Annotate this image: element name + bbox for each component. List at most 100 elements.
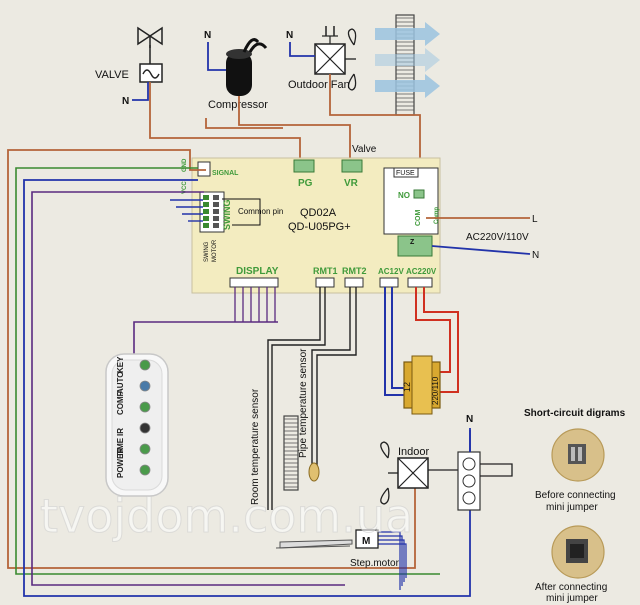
pipe-sensor-wire-a — [311, 287, 351, 470]
transformer-220-label: 220/110 — [431, 376, 440, 405]
ac220v-label: AC220V — [406, 267, 437, 276]
before-label: Before connecting — [535, 490, 616, 501]
comp-label: Comp — [434, 207, 440, 224]
valve-wire — [149, 82, 301, 158]
step-motor-label: Step.motor — [350, 558, 400, 569]
long-green-wire — [15, 167, 440, 575]
indoor-coil-icon — [283, 415, 299, 491]
pipe-sensor-wire-b — [316, 287, 357, 470]
indoor-label: Indoor — [398, 446, 430, 458]
compressor-neutral-label: N — [204, 30, 211, 41]
long-purple-wire — [31, 191, 345, 586]
rmt2-label: RMT2 — [342, 266, 367, 276]
ac12v-connector — [379, 277, 399, 288]
compressor-wire — [238, 96, 351, 158]
vr-label: VR — [344, 178, 359, 189]
display-button-label: KEY — [116, 356, 125, 373]
model-label-1: QD02A — [300, 207, 337, 219]
display-cable — [133, 321, 278, 355]
step-motor-icon — [275, 529, 379, 549]
neutral-label: N — [532, 250, 539, 261]
ac12v-wire-b — [391, 287, 404, 389]
watermark: tvojdom.com.ua — [40, 489, 413, 543]
indoor-ground-wire — [480, 463, 513, 477]
outdoor-fan-label: Outdoor Fan — [288, 79, 350, 91]
live-label: L — [532, 214, 538, 225]
com-label: COM — [415, 210, 422, 227]
display-button-label: IR — [116, 428, 125, 436]
room-sensor-label: Room temperature sensor — [250, 388, 261, 505]
ac220v-connector — [407, 277, 433, 288]
model-label-2: QD-U05PG+ — [288, 221, 351, 233]
room-sensor-wire-b — [271, 287, 326, 510]
valve-neutral-label: N — [122, 96, 129, 107]
display-led-icon — [139, 401, 151, 413]
swing-label: SWING — [222, 200, 232, 231]
short-circuit-title: Short-circuit digrams — [524, 408, 626, 419]
compressor-icon — [226, 38, 268, 96]
long-brown-wire — [7, 149, 416, 569]
no-terminal — [413, 189, 425, 199]
valve-label: VALVE — [95, 69, 129, 81]
compressor-neutral-wire — [207, 42, 226, 71]
swing-motor-label-1: SWING — [204, 241, 210, 262]
z-label: Z — [410, 239, 415, 246]
pg-connector — [293, 159, 315, 173]
common-pin-label: Common pin — [238, 207, 283, 216]
valve-symbol — [137, 26, 163, 83]
pipe-sensor-probe — [308, 462, 320, 482]
swing-wires — [170, 199, 407, 590]
valve-neutral-wire — [132, 82, 149, 101]
vcc-label: VCC — [182, 181, 188, 194]
after-label-2: mini jumper — [546, 593, 598, 604]
swing-connector — [199, 191, 225, 233]
ac-supply-label: AC220V/110V — [466, 232, 529, 243]
display-button-label: COMP — [116, 390, 125, 415]
z-block — [397, 235, 433, 257]
transformer-12-label: 12 — [402, 382, 412, 392]
display-connector — [229, 277, 279, 288]
display-button-label: POWER — [116, 448, 125, 478]
no-label: NO — [398, 191, 410, 200]
long-blue-wire — [23, 179, 471, 597]
rmt2-connector — [344, 277, 364, 288]
rmt1-connector — [315, 277, 335, 288]
pipe-sensor-label: Pipe temperature sensor — [298, 348, 309, 458]
step-motor-m: M — [362, 536, 370, 547]
after-label: After connecting — [535, 582, 607, 593]
signal-label: SIGNAL — [212, 170, 239, 177]
display-button-label: TIME — [116, 437, 125, 457]
compressor-feed-wire — [205, 118, 283, 129]
airflow-arrows — [375, 22, 440, 98]
display-led-icon — [139, 443, 151, 455]
display-led-icon — [139, 422, 151, 434]
indoor-neutral-label: N — [466, 414, 473, 425]
vr-connector — [341, 159, 363, 173]
relay-block — [383, 167, 439, 235]
display-label: DISPLAY — [236, 266, 279, 277]
pg-label: PG — [298, 178, 313, 189]
fan-wire — [329, 74, 421, 192]
fuse — [393, 167, 419, 178]
indoor-fan-icon — [380, 441, 429, 505]
before-jumper-icon — [551, 428, 605, 482]
fuse-label: FUSE — [396, 170, 415, 177]
rmt1-label: RMT1 — [313, 266, 338, 276]
fan-neutral-label: N — [286, 30, 293, 41]
transformer-icon — [403, 355, 441, 415]
indoor-capacitor-block — [457, 451, 481, 511]
valve-wire-label: Valve — [352, 144, 377, 155]
display-wires — [234, 287, 276, 322]
ac220v-wire-b — [423, 287, 459, 393]
neutral-wire — [431, 245, 531, 255]
common-pin-bracket — [222, 198, 261, 226]
display-button-label: AUTO — [116, 371, 125, 394]
gnd-label: GND — [182, 158, 188, 172]
outdoor-fan-icon — [314, 26, 357, 91]
before-label-2: mini jumper — [546, 502, 598, 513]
signal-connector — [197, 161, 211, 177]
display-panel — [105, 353, 169, 497]
display-led-icon — [139, 359, 151, 371]
